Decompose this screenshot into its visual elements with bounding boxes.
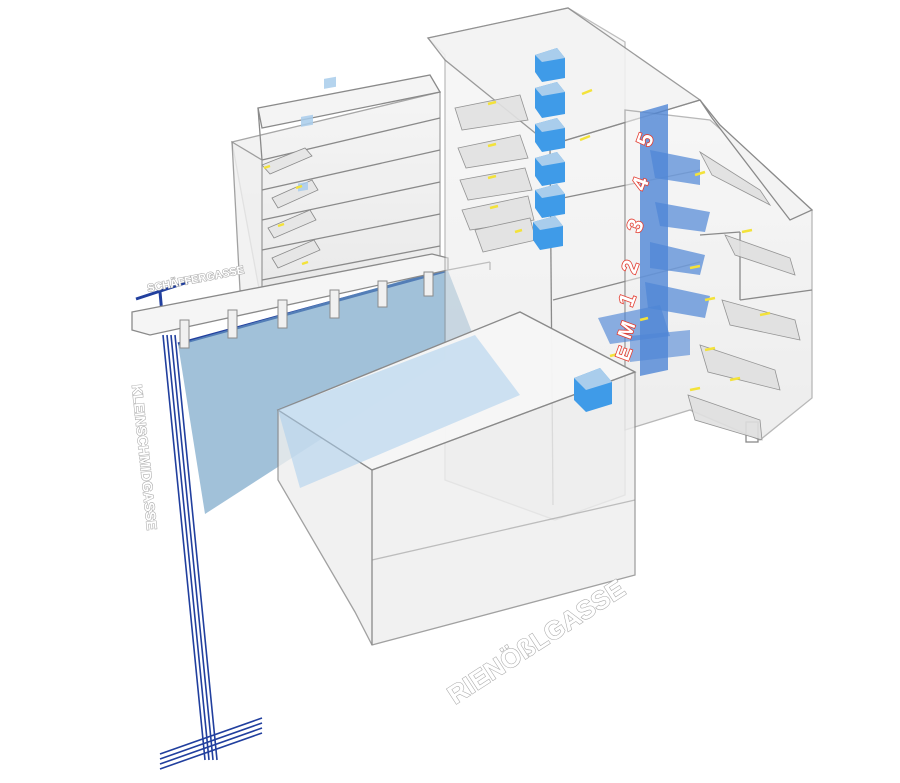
right-accent-marks [609, 170, 771, 392]
elevator-cube-icon [574, 368, 612, 412]
walkway-columns [179, 271, 434, 349]
elevator-shaft [533, 48, 565, 250]
glass-roof [278, 335, 520, 488]
left-building [231, 74, 442, 307]
street-line-kleinschmidgasse [159, 334, 263, 770]
elevator-cube-icon [535, 118, 565, 152]
tower-accent-marks [487, 88, 593, 234]
tower-stairs-left [454, 94, 537, 253]
elevator-cube-icon [535, 152, 565, 186]
left-accent-marks [263, 164, 309, 266]
right-annex [624, 99, 814, 443]
street-label-kleinschmidgasse: KLEINSCHMIDGASSE [129, 384, 160, 531]
elevator-cube-icon [535, 48, 565, 82]
vertical-core [598, 104, 710, 376]
street-label-schaeffergasse: SCHÄFFERGASSE [146, 263, 245, 295]
left-glass-tiles [298, 76, 336, 192]
stair-icon [687, 150, 801, 441]
elevator-cube-icon [535, 82, 565, 118]
elevator-cube-icon [533, 216, 563, 250]
elevator-cube-icon [535, 184, 565, 218]
